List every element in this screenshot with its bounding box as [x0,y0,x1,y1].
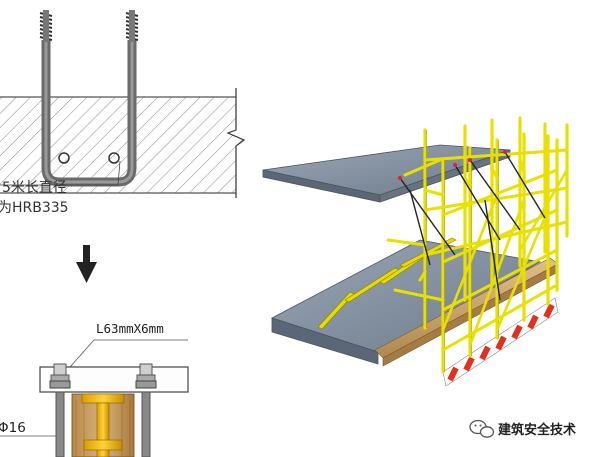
bolt-diameter-label: Φ16 [0,420,26,436]
scaffold-3d-view [262,116,569,387]
leader-line [0,160,121,186]
i-beam [81,393,125,457]
bolt-left [49,363,71,389]
scaffold-ledgers [386,148,569,352]
rod-left [55,391,65,457]
rod-right [141,391,151,457]
clamp-section-detail: L63mmX6mm [0,321,189,457]
anchor-section-detail: 5米长直径 为HRB335 [0,10,246,216]
wechat-icon [469,419,495,438]
bolt-right [135,363,157,389]
down-arrow [76,245,97,283]
cable-anchors [398,150,507,180]
concrete-slab-section [0,88,246,198]
rebar-length-label: 5米长直径 [2,179,67,196]
upper-slab [262,144,511,203]
warning-toeboard [442,297,559,387]
u-rebar [39,10,139,187]
angle-steel-label: L63mmX6mm [96,321,164,336]
rebar-grade-label: 为HRB335 [0,200,69,216]
lower-slab [270,239,542,365]
watermark-text: 建筑安全技术 [498,422,576,438]
watermark: 建筑安全技术 [469,419,576,438]
tie-cables [399,151,546,301]
